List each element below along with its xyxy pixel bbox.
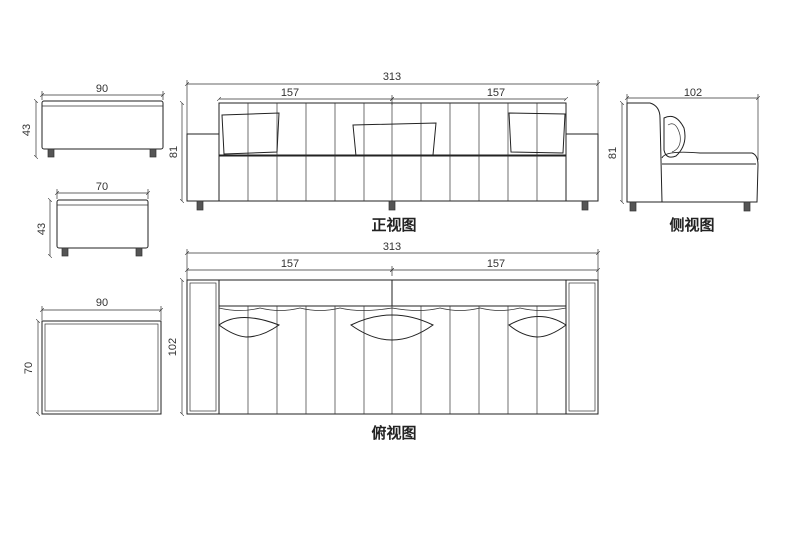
top-right-section-label: 157 xyxy=(487,258,505,270)
side-height-label: 81 xyxy=(607,147,619,159)
sofa-top-view: 313 157 157 102 俯视图 xyxy=(167,241,598,442)
front-total-width-label: 313 xyxy=(383,71,401,83)
front-view-caption: 正视图 xyxy=(371,216,416,234)
front-pillow-center xyxy=(352,122,437,157)
top-pillow-right xyxy=(508,316,567,338)
front-right-section-label: 157 xyxy=(487,87,505,99)
ottoman-small-width-label: 70 xyxy=(96,181,108,193)
front-pillow-left xyxy=(221,112,280,155)
top-view-caption: 俯视图 xyxy=(371,424,416,442)
ottoman-large-height-label: 43 xyxy=(21,124,33,136)
top-depth-label: 102 xyxy=(167,338,179,356)
ottoman-small-front-view: 70 43 xyxy=(36,181,148,256)
ottoman-large-width-label: 90 xyxy=(96,83,108,95)
side-view-caption: 侧视图 xyxy=(669,216,714,234)
top-pillow-left xyxy=(218,317,281,338)
ottoman-top-depth-label: 70 xyxy=(23,362,35,374)
sofa-side-view: 102 81 侧视图 xyxy=(607,87,758,234)
ottoman-large-front-view: 90 43 xyxy=(21,83,163,157)
top-total-width-label: 313 xyxy=(383,241,401,253)
ottoman-top-width-label: 90 xyxy=(96,297,108,309)
top-pillow-center xyxy=(350,314,434,341)
top-left-section-label: 157 xyxy=(281,258,299,270)
front-height-label: 81 xyxy=(168,146,180,158)
front-left-section-label: 157 xyxy=(281,87,299,99)
ottoman-small-height-label: 43 xyxy=(36,223,48,235)
front-pillow-right xyxy=(508,112,566,154)
side-depth-label: 102 xyxy=(684,87,702,99)
ottoman-top-view: 90 70 xyxy=(23,297,161,414)
sofa-front-view: 313 157 157 81 正视图 xyxy=(168,71,598,234)
